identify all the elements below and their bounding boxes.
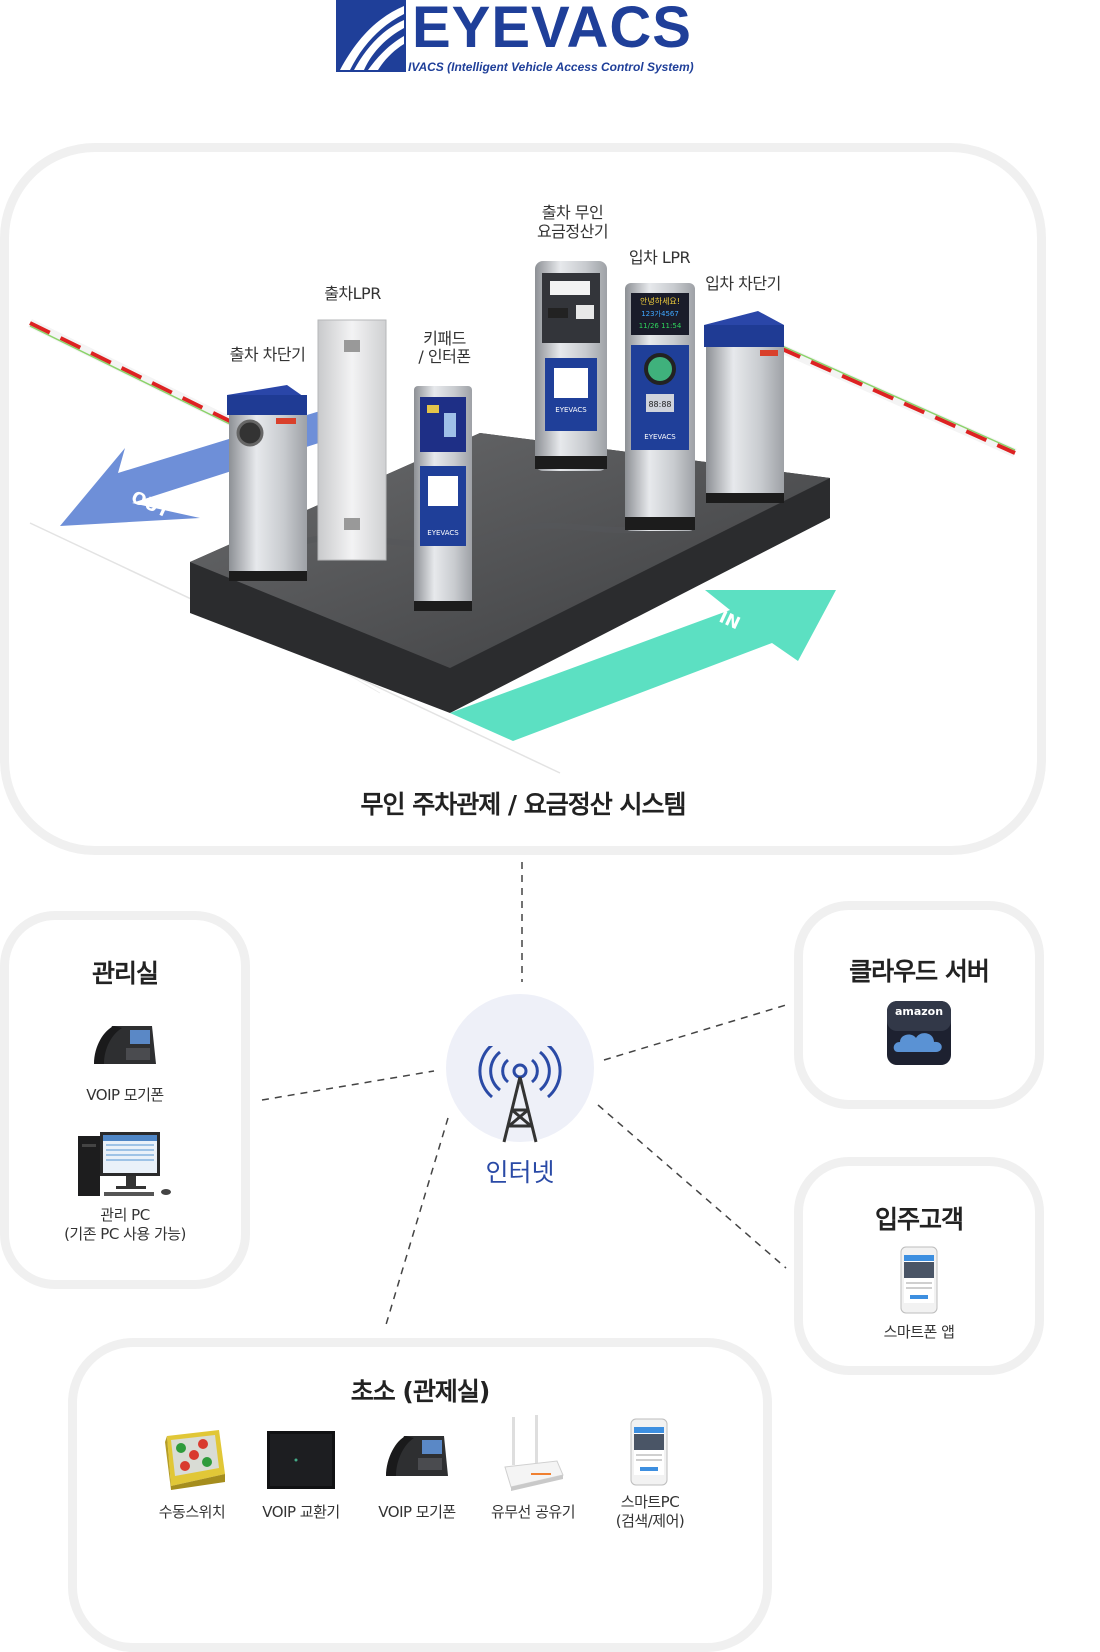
pay-station-label-line2: 요금정산기 [536,222,609,241]
brand-subtitle: IVACS (Intelligent Vehicle Access Contro… [408,60,694,74]
tenant-title: 입주고객 [874,1205,964,1234]
management-voip-label: VOIP 모기폰 [86,1086,164,1104]
tenant-app-label: 스마트폰 앱 [883,1323,955,1341]
voip-phone-icon [94,1026,156,1064]
internet-label: 인터넷 [485,1158,555,1187]
lpr-display-plate: 123가4567 [641,309,679,318]
tenant-panel [794,1157,1044,1375]
management-room-panel [0,911,250,1289]
smartphone-app-icon [900,1246,938,1314]
exit-lpr-label: 출차LPR [324,284,381,303]
exit-lpr-cabinet [317,319,387,561]
exit-barrier-arm [28,318,252,436]
entry-barrier-label: 입차 차단기 [705,274,781,293]
smart-pc-note: (검색/제어) [615,1512,685,1530]
guard-post-panel [68,1338,772,1652]
lpr-keypad-display: 88:88 [648,400,671,409]
lpr-display-time: 11/26 11:54 [639,322,682,330]
cloud-server-panel [794,901,1044,1109]
lpr-display-greeting: 안녕하세요! [640,296,680,306]
smart-pc-label: 스마트PC [620,1493,680,1511]
antenna-tower-icon [478,1046,562,1143]
parking-scene: OUT IN EYEVACS [28,261,1017,774]
keypad-stand: EYEVACS [414,386,472,611]
logo: EYEVACS IVACS (Intelligent Vehicle Acces… [336,0,716,78]
amazon-cloud-icon: amazon [887,1001,951,1065]
exit-barrier-body [227,385,307,581]
lpr-brand: EYEVACS [644,433,676,441]
wireless-router-icon [504,1415,564,1491]
entry-barrier-body [704,311,784,503]
exit-barrier-label: 출차 차단기 [229,345,306,364]
guard-post-title: 초소 (관제실) [350,1377,491,1406]
smart-pc-icon [630,1418,668,1486]
keypad-brand: EYEVACS [427,529,459,537]
management-room-title: 관리실 [91,959,159,988]
eyevacs-logo-icon [336,0,406,72]
pay-station-label-line1: 출차 무인 [541,203,604,222]
line-management-internet [261,1070,435,1101]
guard-voip-phone-label: VOIP 모기폰 [378,1503,456,1521]
entry-lpr-label: 입차 LPR [628,248,691,267]
brand-name: EYEVACS [412,0,692,60]
line-guard-internet [384,1117,449,1329]
voip-exchanger-label: VOIP 교환기 [262,1503,340,1521]
keypad-label-line2: / 인터폰 [418,347,471,366]
cloud-server-title: 클라우드 서버 [849,957,990,986]
entry-lpr-stand: 안녕하세요! 123가4567 11/26 11:54 88:88 EYEVAC… [625,283,695,531]
guard-voip-phone-icon [386,1436,448,1476]
in-arrow: IN [450,590,836,741]
manual-switch-icon [165,1430,225,1490]
entry-barrier-arm [778,343,1017,458]
system-title: 무인 주차관제 / 요금정산 시스템 [360,790,687,819]
management-pc-note: (기존 PC 사용 가능) [64,1225,186,1243]
pay-station-kiosk: EYEVACS [535,261,607,471]
manual-switch-label: 수동스위치 [158,1503,226,1521]
line-cloud-internet [603,1004,787,1061]
amazon-text: amazon [895,1005,943,1018]
router-label: 유무선 공유기 [490,1503,576,1521]
voip-exchanger-icon [267,1431,335,1489]
keypad-label-line1: 키패드 [423,329,466,348]
line-tenant-internet [597,1104,787,1269]
management-pc-label: 관리 PC [100,1206,150,1224]
management-pc-icon [78,1132,171,1196]
kiosk-brand: EYEVACS [555,406,587,414]
